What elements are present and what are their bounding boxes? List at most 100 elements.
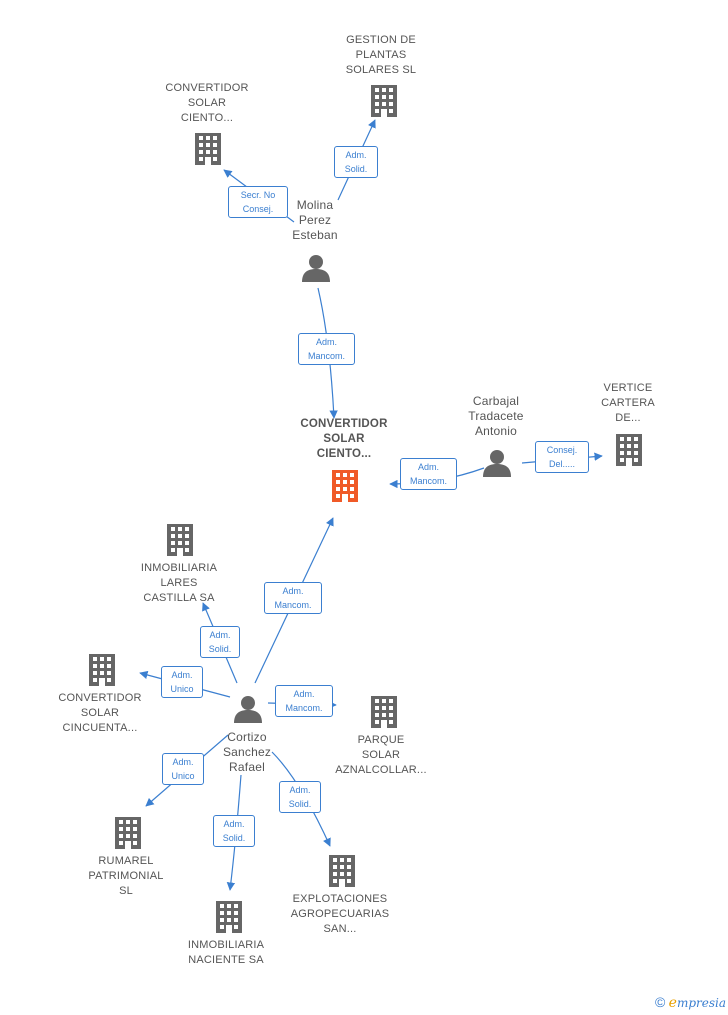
node-label-line: AZNALCOLLAR... [335, 764, 427, 776]
edge-label-line: Adm. [171, 670, 193, 680]
edge-label-line: Adm. [315, 337, 337, 347]
node-label-line: EXPLOTACIONES [292, 893, 388, 905]
node-label-conv-top[interactable]: CONVERTIDOR SOLAR CIENTO... [132, 81, 282, 126]
edge-label-line: Adm. [209, 630, 231, 640]
node-label-line: LARES [160, 577, 198, 589]
node-label-naciente[interactable]: INMOBILIARIA NACIENTE SA [151, 938, 301, 968]
building-icon-conv-top[interactable] [195, 133, 221, 165]
edge-label-cortizo-explot: Adm. Solid. [279, 781, 321, 813]
node-label-carbajal[interactable]: Carbajal Tradacete Antonio [421, 394, 571, 439]
edge-label-carbajal-focus: Adm. Mancom. [400, 458, 457, 490]
node-label-explot[interactable]: EXPLOTACIONES AGROPECUARIAS SAN... [265, 892, 415, 937]
edge-label-line: Solid. [288, 799, 312, 809]
edge-label-cortizo-parque: Adm. Mancom. [275, 685, 333, 717]
node-label-line: SOLAR [323, 433, 365, 445]
node-label-rumarel[interactable]: RUMAREL PATRIMONIAL SL [51, 854, 201, 899]
edge-label-cortizo-lares: Adm. Solid. [200, 626, 240, 658]
node-label-parque[interactable]: PARQUE SOLAR AZNALCOLLAR... [306, 733, 456, 778]
edge-label-line: Del..... [548, 459, 575, 469]
edge-label-line: Adm. [417, 462, 439, 472]
person-icon-carbajal[interactable] [483, 450, 511, 477]
node-label-lares[interactable]: INMOBILIARIA LARES CASTILLA SA [104, 561, 254, 606]
node-label-line: Sanchez [222, 745, 272, 759]
brand-logo-text: mpresia [676, 996, 726, 1010]
building-icon-lares[interactable] [167, 524, 193, 556]
edge-label-line: Consej. [546, 445, 578, 455]
node-label-line: Rafael [229, 760, 265, 774]
edge-label-line: Adm. [223, 819, 245, 829]
node-label-focus[interactable]: CONVERTIDOR SOLAR CIENTO... [269, 417, 419, 462]
node-label-molina[interactable]: Molina Perez Esteban [240, 198, 390, 243]
node-label-line: Cortizo [227, 730, 267, 744]
edge-label-line: Unico [170, 684, 194, 694]
edge-label-line: Secr. No [240, 190, 276, 200]
edge-label-cortizo-naciente: Adm. Solid. [213, 815, 255, 847]
edge-label-line: Adm. [172, 757, 194, 767]
edge-label-line: Mancom. [285, 703, 323, 713]
node-label-line: CIENTO... [180, 112, 234, 124]
building-icon-rumarel[interactable] [115, 817, 141, 849]
building-icon-parque[interactable] [371, 696, 397, 728]
edge-label-line: Adm. [345, 150, 367, 160]
node-label-line: INMOBILIARIA [140, 562, 218, 574]
node-label-line: SOLAR [80, 707, 120, 719]
node-label-line: Tradacete [468, 409, 524, 423]
edge-label-line: Mancom. [409, 476, 447, 486]
node-label-line: CIENTO... [316, 448, 372, 460]
edge-label-line: Mancom. [274, 600, 312, 610]
node-label-line: GESTION DE [346, 34, 416, 46]
building-icon-gestion[interactable] [371, 85, 397, 117]
edge-label-cortizo-convcinc: Adm. Unico [161, 666, 203, 698]
node-label-line: CINCUENTA... [62, 722, 138, 734]
node-label-line: PATRIMONIAL [88, 870, 164, 882]
node-label-line: SAN... [323, 923, 357, 935]
node-label-line: RUMAREL [98, 855, 154, 867]
node-label-line: INMOBILIARIA [187, 939, 265, 951]
building-icon-naciente[interactable] [216, 901, 242, 933]
building-icon-explot[interactable] [329, 855, 355, 887]
node-label-cortizo[interactable]: Cortizo Sanchez Rafael [172, 730, 322, 775]
edge-label-line: Adm. [282, 586, 304, 596]
node-label-line: SOLARES SL [345, 64, 417, 76]
edge-label-line: Solid. [222, 833, 246, 843]
edge-label-line: Consej. [242, 204, 274, 214]
building-icon-conv-cinc[interactable] [89, 654, 115, 686]
node-label-line: AGROPECUARIAS [290, 908, 390, 920]
edge-label-cortizo-focus: Adm. Mancom. [264, 582, 322, 614]
edge-label-line: Solid. [344, 164, 368, 174]
edge-label-line: Mancom. [307, 351, 345, 361]
edge-label-carbajal-vertice: Consej. Del..... [535, 441, 589, 473]
node-label-line: DE... [615, 412, 641, 424]
edge-label-line: Adm. [293, 689, 315, 699]
edge-label-line: Adm. [289, 785, 311, 795]
node-label-line: CONVERTIDOR [58, 692, 142, 704]
node-label-conv-cinc[interactable]: CONVERTIDOR SOLAR CINCUENTA... [25, 691, 175, 736]
node-label-line: Esteban [292, 228, 338, 242]
copyright-icon: © [654, 994, 666, 1010]
node-label-vertice[interactable]: VERTICE CARTERA DE... [553, 381, 703, 426]
edge-label-molina-gestion: Adm. Solid. [334, 146, 378, 178]
building-icon-focus[interactable] [332, 470, 358, 502]
node-label-line: PLANTAS [355, 49, 407, 61]
node-label-line: SOLAR [361, 749, 401, 761]
node-label-line: CASTILLA SA [143, 592, 215, 604]
node-label-line: Carbajal [472, 394, 520, 408]
node-label-line: SL [119, 885, 133, 897]
node-label-line: Molina [296, 198, 334, 212]
brand-logo-initial: e [668, 995, 677, 1011]
node-label-line: NACIENTE SA [188, 954, 264, 966]
building-icon-vertice[interactable] [616, 434, 642, 466]
copyright-brand[interactable]: © empresia [655, 994, 726, 1011]
node-label-gestion[interactable]: GESTION DE PLANTAS SOLARES SL [306, 33, 456, 78]
person-icon-molina[interactable] [302, 255, 330, 282]
node-label-line: PARQUE [357, 734, 405, 746]
edge-label-cortizo-rumarel: Adm. Unico [162, 753, 204, 785]
node-label-line: VERTICE [603, 382, 653, 394]
edge-label-molina-focus: Adm. Mancom. [298, 333, 355, 365]
node-label-line: CONVERTIDOR [300, 418, 388, 430]
node-label-line: Perez [298, 213, 332, 227]
node-label-line: Antonio [474, 424, 518, 438]
edge-label-line: Unico [171, 771, 195, 781]
node-label-line: CONVERTIDOR [165, 82, 249, 94]
person-icon-cortizo[interactable] [234, 696, 262, 723]
